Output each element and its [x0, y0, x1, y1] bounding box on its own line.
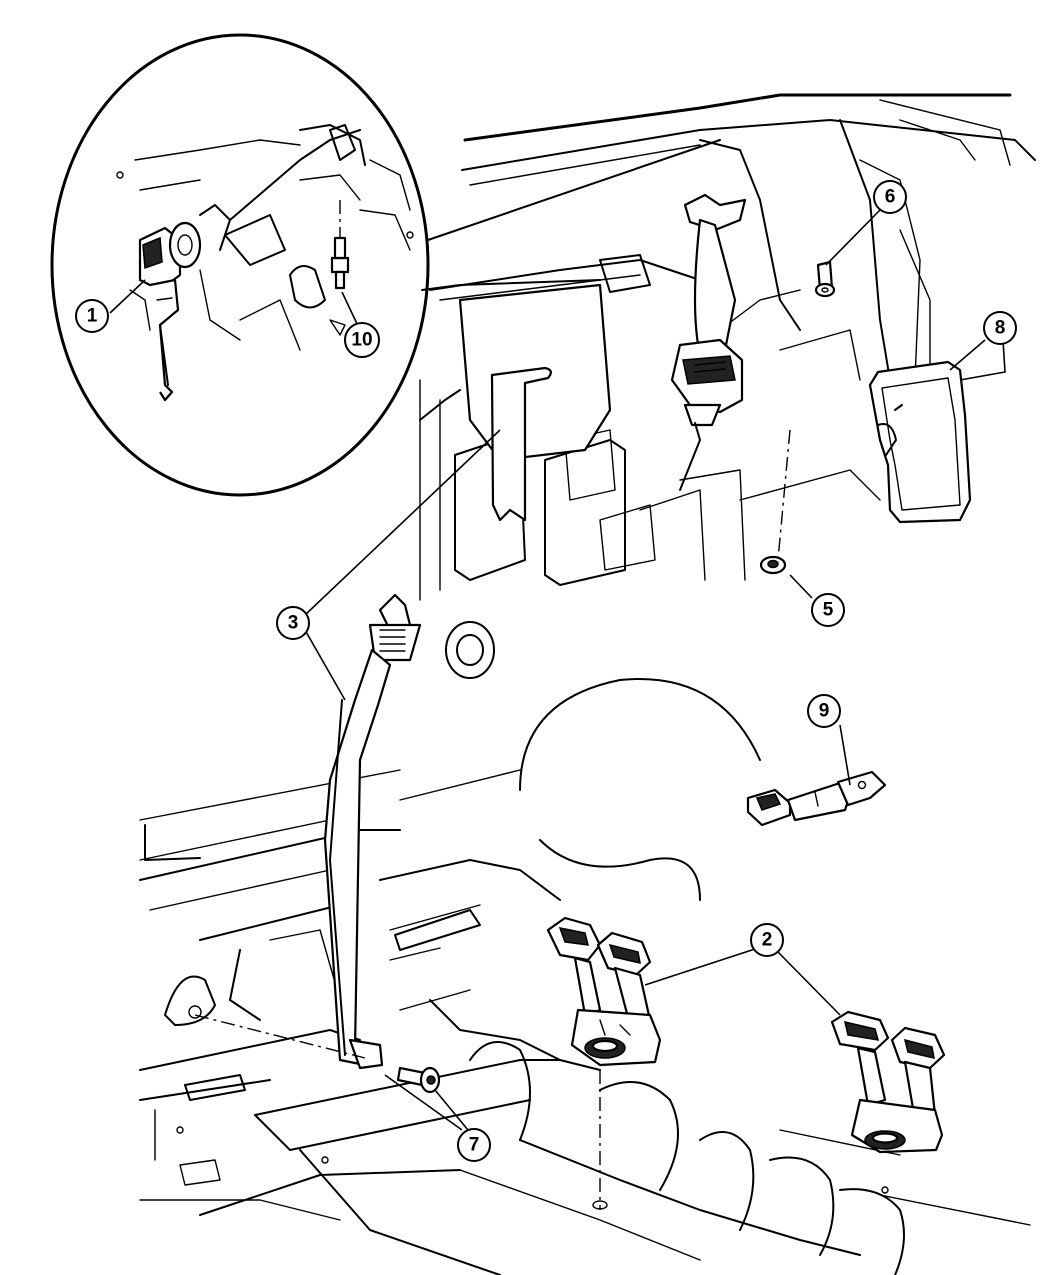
- callout-1: 1: [75, 299, 109, 333]
- callout-7-label: 7: [469, 1135, 480, 1156]
- leader-lines: [109, 209, 1006, 1131]
- callout-6-label: 6: [885, 187, 896, 208]
- callout-1-label: 1: [87, 306, 98, 327]
- buckle-assembly-2a: [546, 916, 662, 1067]
- buckle-mount-hole: [592, 1200, 608, 1210]
- bolt-7: [194, 1014, 441, 1094]
- callout-8: 8: [983, 311, 1017, 345]
- cover-8: [868, 360, 972, 524]
- upper-retractor-assembly: [670, 193, 747, 491]
- callout-6: 6: [873, 180, 907, 214]
- buckle-assembly-2b: [830, 1010, 946, 1154]
- detail-inset: [50, 33, 721, 497]
- bolt-6: [814, 260, 836, 298]
- seat-belt-webbing-3: [323, 283, 612, 1070]
- callout-3: 3: [276, 606, 310, 640]
- callout-10-label: 10: [351, 330, 372, 351]
- callout-8-label: 8: [995, 318, 1006, 339]
- callout-3-label: 3: [288, 613, 299, 634]
- callout-10: 10: [344, 322, 380, 358]
- callout-9-label: 9: [819, 701, 830, 722]
- callout-7: 7: [457, 1128, 491, 1162]
- callout-9: 9: [807, 694, 841, 728]
- callout-5-label: 5: [823, 600, 834, 621]
- callout-5: 5: [811, 593, 845, 627]
- nut-5: [759, 429, 791, 575]
- vehicle-body-structure: [139, 93, 1036, 1275]
- callout-2: 2: [750, 923, 784, 957]
- callout-2-label: 2: [762, 930, 773, 951]
- buckle-9: [746, 770, 887, 827]
